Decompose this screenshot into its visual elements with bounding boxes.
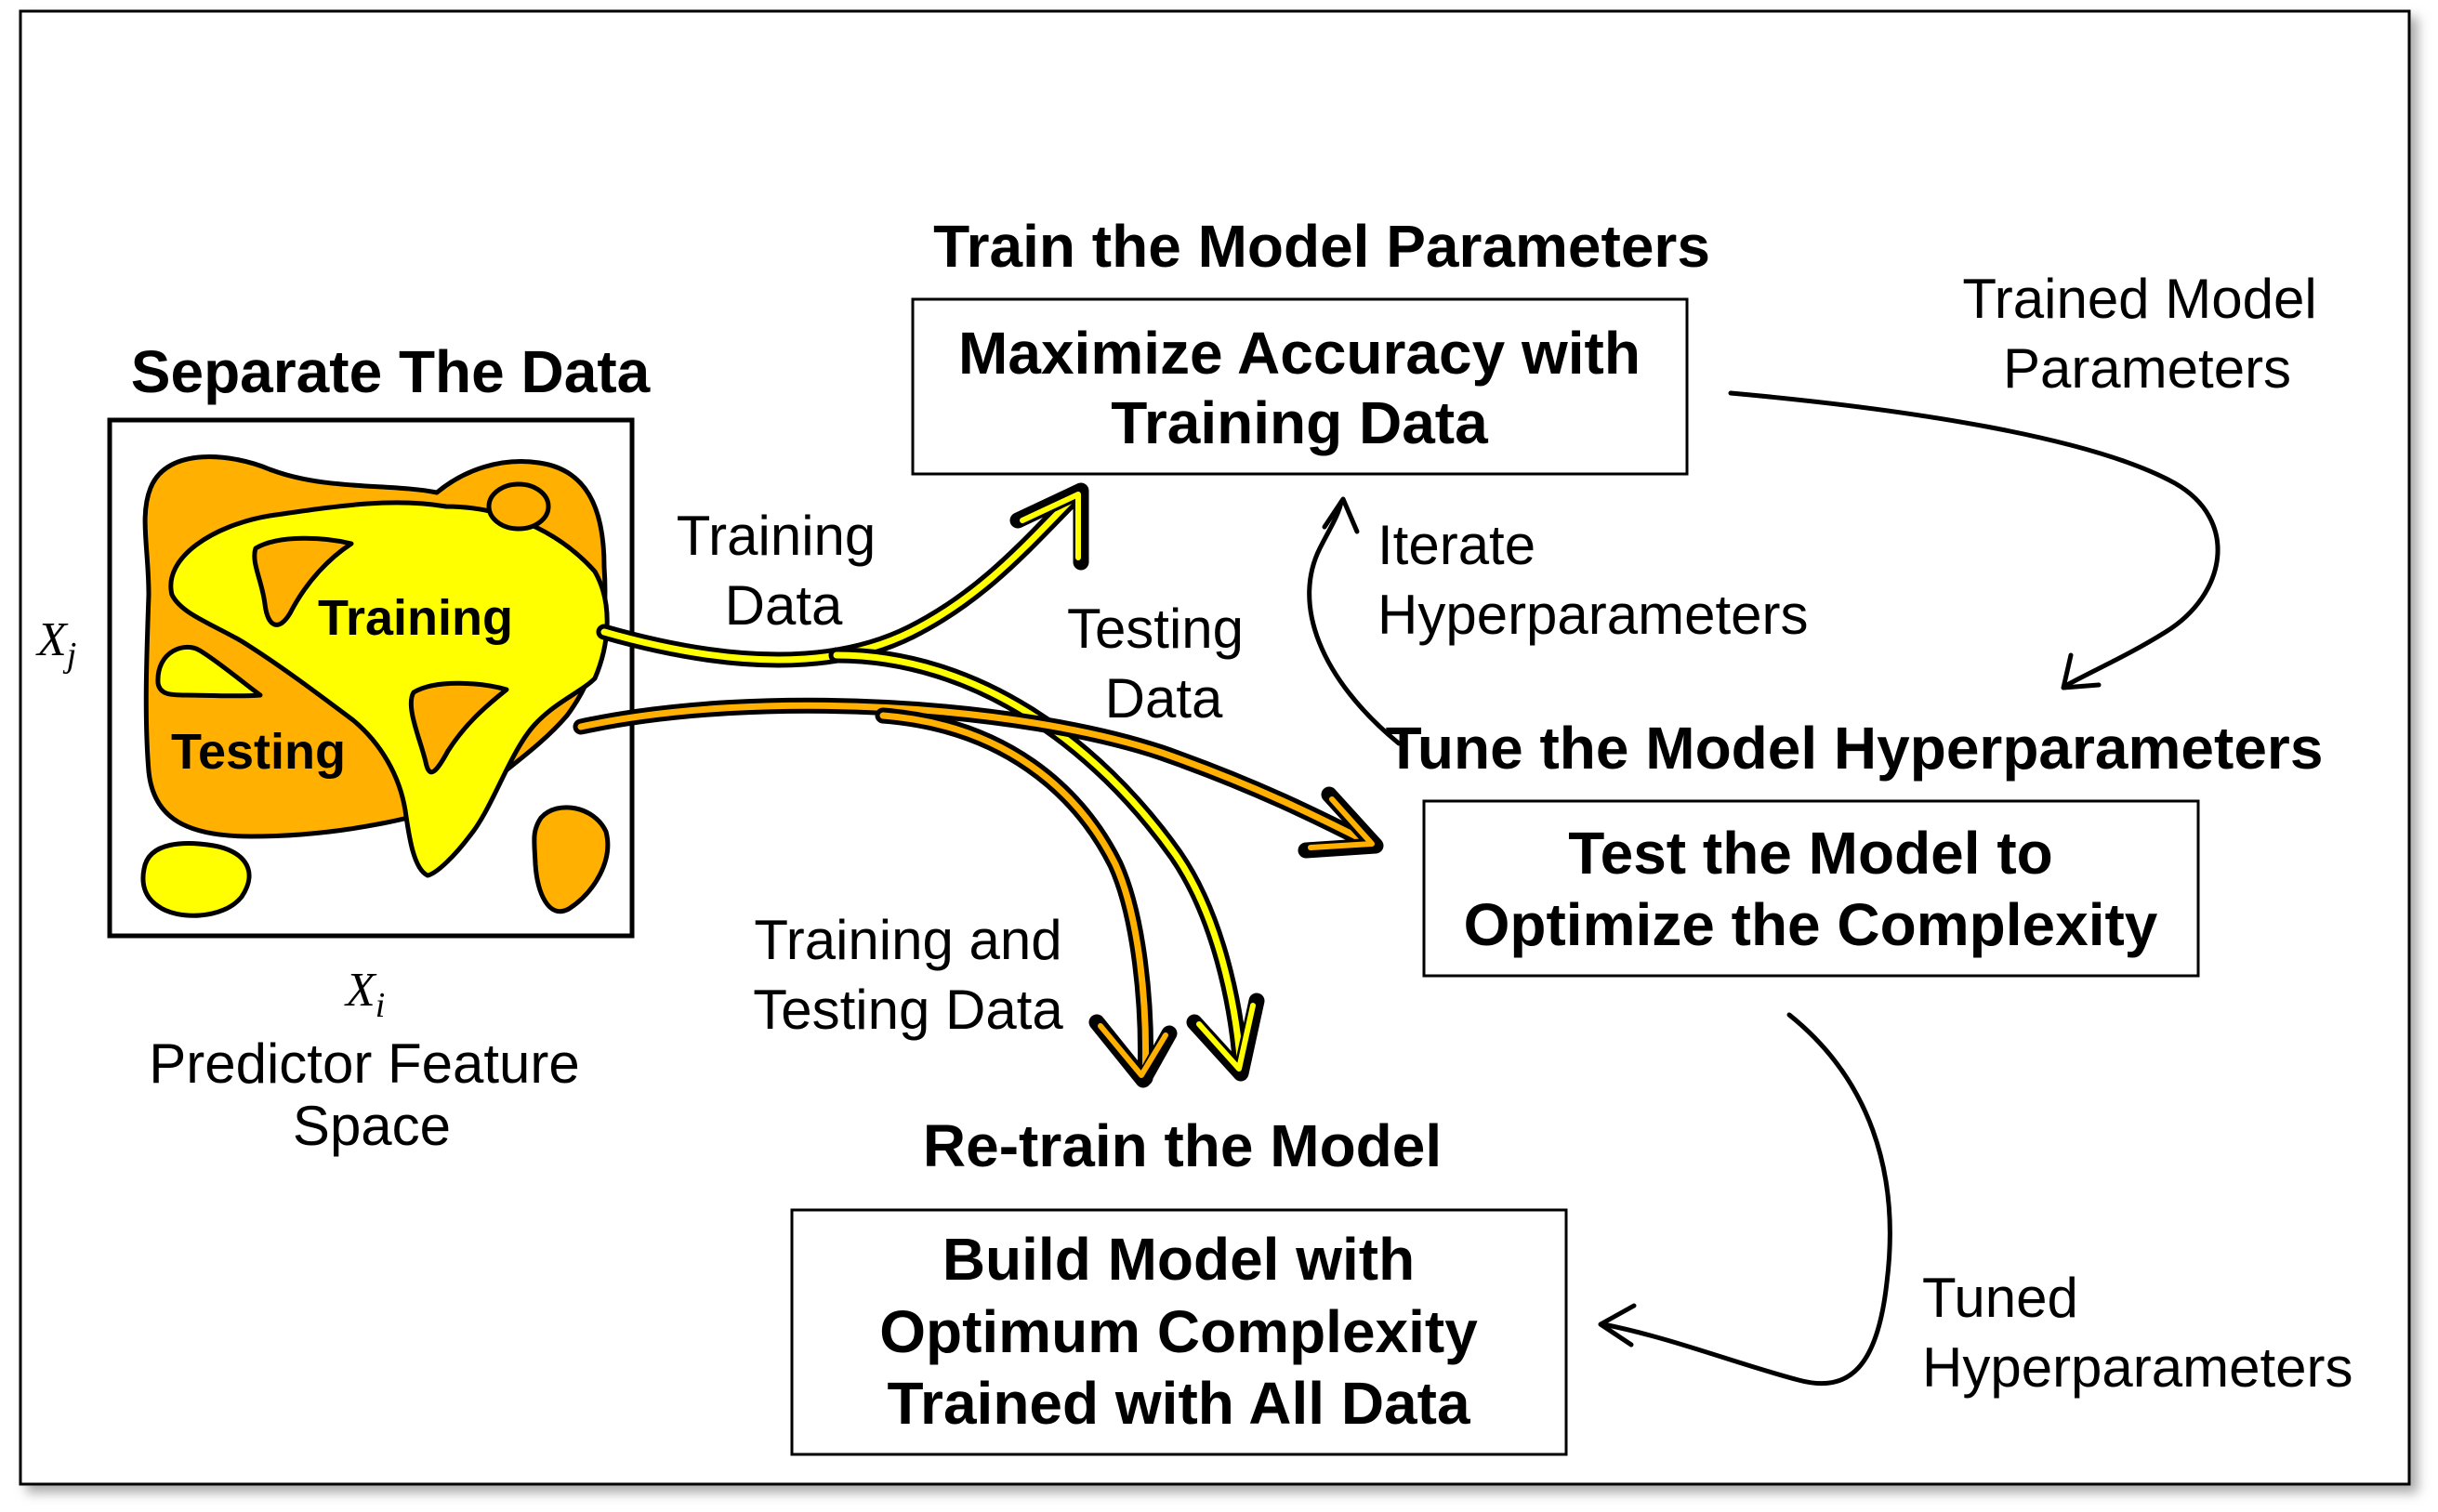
train-box (911, 297, 1689, 476)
tune-box-line-2: Optimize the Complexity (1464, 891, 2158, 958)
retrain-box-line-1: Build Model with (942, 1226, 1415, 1293)
trained-params-label-2: Parameters (2003, 337, 2291, 400)
testing-spot-2 (155, 644, 263, 699)
feature-space-caption-1: Predictor Feature (149, 1032, 580, 1095)
train-box-line-2: Training Data (1111, 389, 1488, 456)
tune-box-line-1: Test the Model to (1568, 820, 2052, 887)
separate-heading: Separate The Data (131, 338, 651, 405)
iterate-arrow (1307, 499, 1402, 746)
tuned-label-1: Tuned (1922, 1267, 2078, 1329)
tune-box (1422, 799, 2200, 978)
testing-data-label-1: Testing (1067, 598, 1244, 660)
testing-spot-bottom (532, 805, 611, 914)
iterate-label-1: Iterate (1377, 514, 1535, 576)
retrain-heading: Re-train the Model (923, 1112, 1442, 1179)
training-spot-1 (252, 535, 354, 627)
axis-x-label: Xi (344, 964, 385, 1025)
training-and-testing-label-2: Testing Data (753, 979, 1063, 1041)
trained-params-head (2061, 652, 2102, 690)
testing-region-label: Testing (171, 724, 346, 780)
train-box-line-1: Maximize Accuracy with (958, 320, 1641, 387)
testing-data-label-2: Data (1105, 667, 1223, 730)
feature-space-caption-2: Space (293, 1095, 451, 1157)
tuned-head (1598, 1303, 1637, 1348)
training-region-label: Training (318, 590, 513, 646)
data-flow-arrows (573, 482, 1384, 1088)
retrain-box (790, 1208, 1568, 1456)
retrain-box-line-3: Trained with All Data (887, 1370, 1469, 1437)
iterate-label-2: Hyperparameters (1377, 584, 1809, 646)
testing-spot-top (486, 481, 551, 532)
training-data-label-2: Data (725, 574, 843, 637)
tune-heading: Tune the Model Hyperparameters (1386, 715, 2324, 782)
training-and-testing-label-1: Training and (754, 909, 1061, 971)
retrain-box-line-2: Optimum Complexity (879, 1298, 1478, 1365)
trained-params-arrow (1728, 390, 2221, 689)
testing-spot-3 (408, 680, 509, 775)
tuned-label-2: Hyperparameters (1922, 1336, 2353, 1399)
training-spot-bottom (140, 841, 252, 918)
tuned-arrow (1601, 1012, 1892, 1387)
data-blobs (140, 454, 611, 918)
train-heading: Train the Model Parameters (933, 213, 1710, 280)
axis-y-label: Xj (35, 613, 76, 675)
trained-params-label-1: Trained Model (1962, 268, 2316, 330)
iterate-head (1322, 496, 1360, 534)
training-data-label-1: Training (677, 505, 876, 567)
